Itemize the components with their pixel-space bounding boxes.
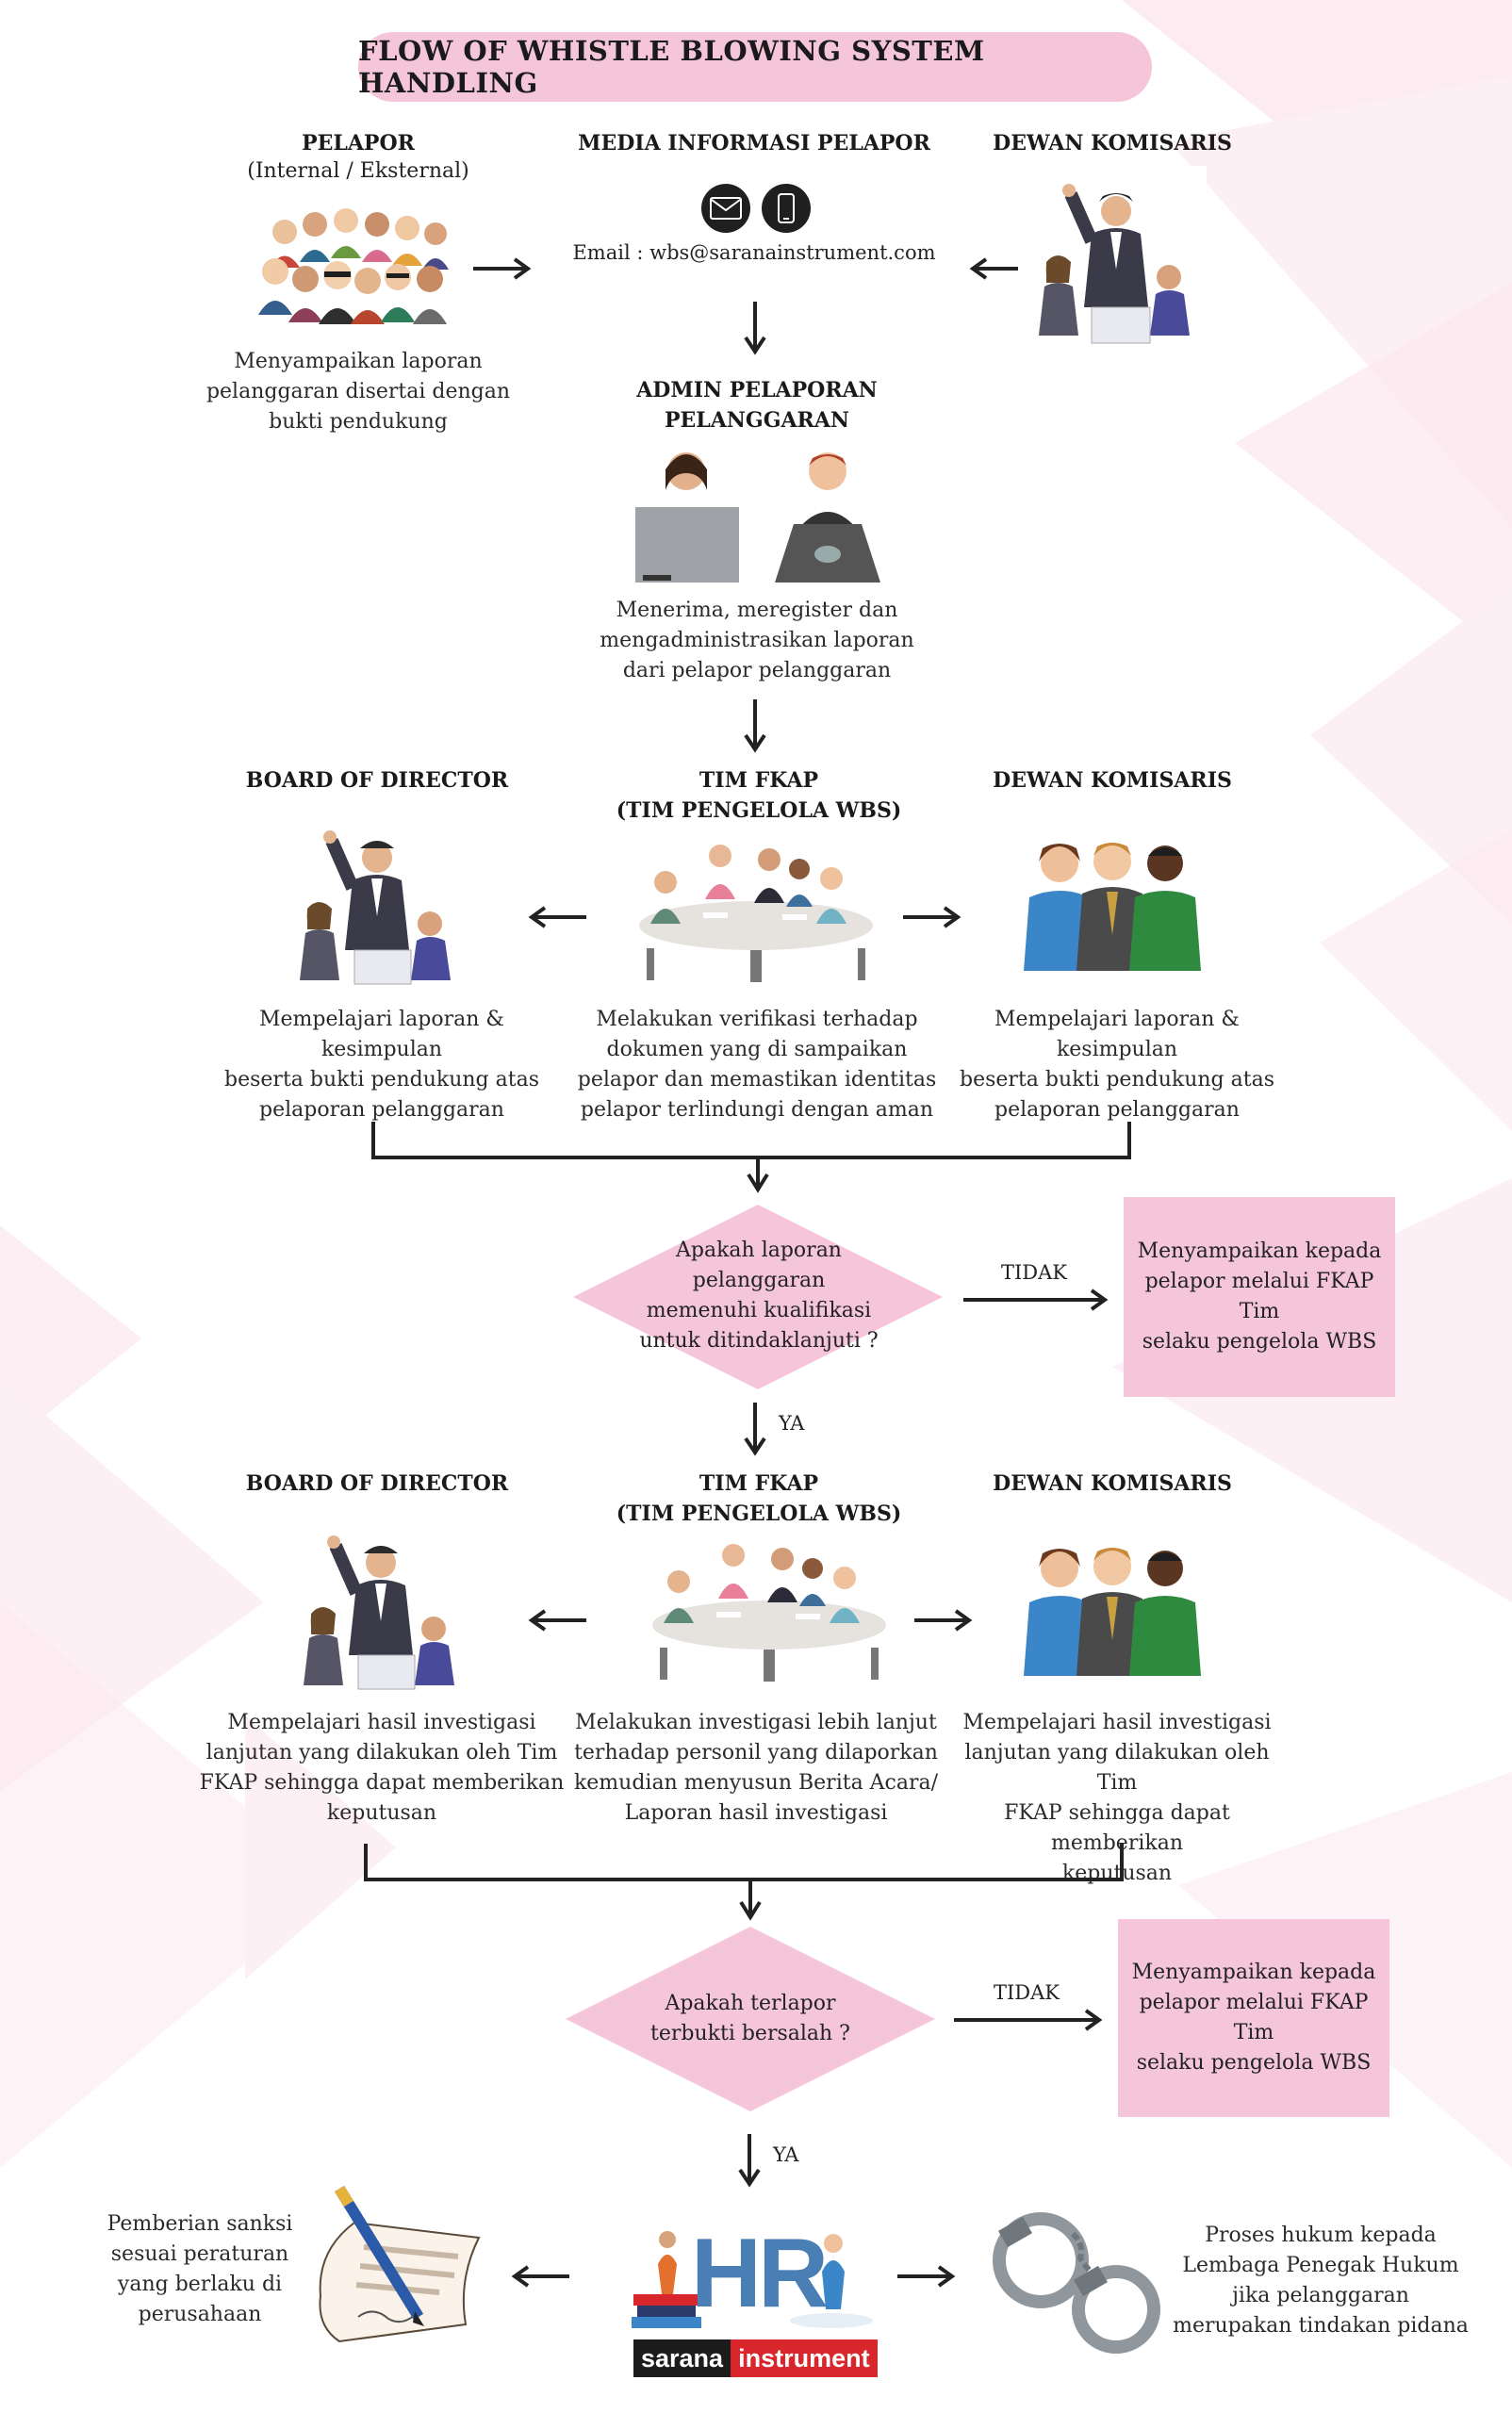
arrow-right-no-1 [963,1289,1109,1311]
media-title: MEDIA INFORMASI PELAPOR [578,131,930,156]
hr-text: HR [690,2218,829,2328]
dewan-komisaris-title-2: DEWAN KOMISARIS [993,768,1232,793]
arrow-down-yes-1 [744,1403,766,1456]
pelapor-title: PELAPOR [302,131,415,156]
arrow-down-2 [744,699,766,753]
arrow-right-1 [473,257,532,280]
decision-2-no-label: TIDAK [994,1981,1060,2004]
arrow-left-2 [528,906,586,928]
arrow-right-final [897,2265,956,2288]
arrow-left-final [511,2265,569,2288]
team-meeting-illustration-2 [622,1533,916,1689]
three-people-illustration-1 [1018,822,1207,971]
team-meeting-illustration-1 [609,833,903,990]
logo-part-sarana: sarana [633,2339,731,2377]
envelope-icon [701,184,750,233]
media-email: Email : wbs@saranainstrument.com [572,241,936,264]
merge-connector-1 [371,1122,1131,1193]
decision-diamond-2 [566,1927,935,2111]
merge-connector-2 [364,1844,1124,1921]
logo-part-instrument: instrument [731,2339,878,2377]
fkap-title-1: TIM FKAP(TIM PENGELOLA WBS) [616,768,902,823]
decision-1-yes-label: YA [779,1412,805,1435]
hr-illustration: HR [615,2215,884,2332]
handcuffs-icon [975,2177,1182,2362]
contract-document-illustration [298,2185,486,2349]
arrow-left-3 [528,1609,586,1632]
arrow-down-yes-2 [738,2134,761,2188]
decision-2-yes-label: YA [773,2143,799,2166]
decision-diamond-1 [573,1205,943,1389]
arrow-right-no-2 [954,2009,1103,2031]
dewan-komisaris-title-1: DEWAN KOMISARIS [993,131,1232,156]
dewan-komisaris-title-3: DEWAN KOMISARIS [993,1471,1232,1496]
fkap-title-2: TIM FKAP(TIM PENGELOLA WBS) [616,1471,902,1526]
arrow-right-2 [903,906,961,928]
sarana-instrument-logo: sarana instrument [633,2339,878,2377]
board-meeting-illustration [1018,166,1207,345]
pelapor-subtitle: (Internal / Eksternal) [247,159,469,183]
phone-icon [762,184,811,233]
bod-title-2: BOARD OF DIRECTOR [245,1471,509,1496]
bod-title-1: BOARD OF DIRECTOR [245,768,509,793]
call-center-illustration [609,435,907,592]
bod-illustration-2 [283,1523,471,1693]
crowd-illustration [256,192,462,334]
three-people-illustration-2 [1018,1527,1207,1676]
decision-1-no-label: TIDAK [1001,1261,1067,1284]
page-title: FLOW OF WHISTLE BLOWING SYSTEM HANDLING [358,32,1152,102]
bod-illustration-1 [279,818,468,988]
arrow-down-1 [744,302,766,355]
arrow-right-3 [914,1609,973,1632]
